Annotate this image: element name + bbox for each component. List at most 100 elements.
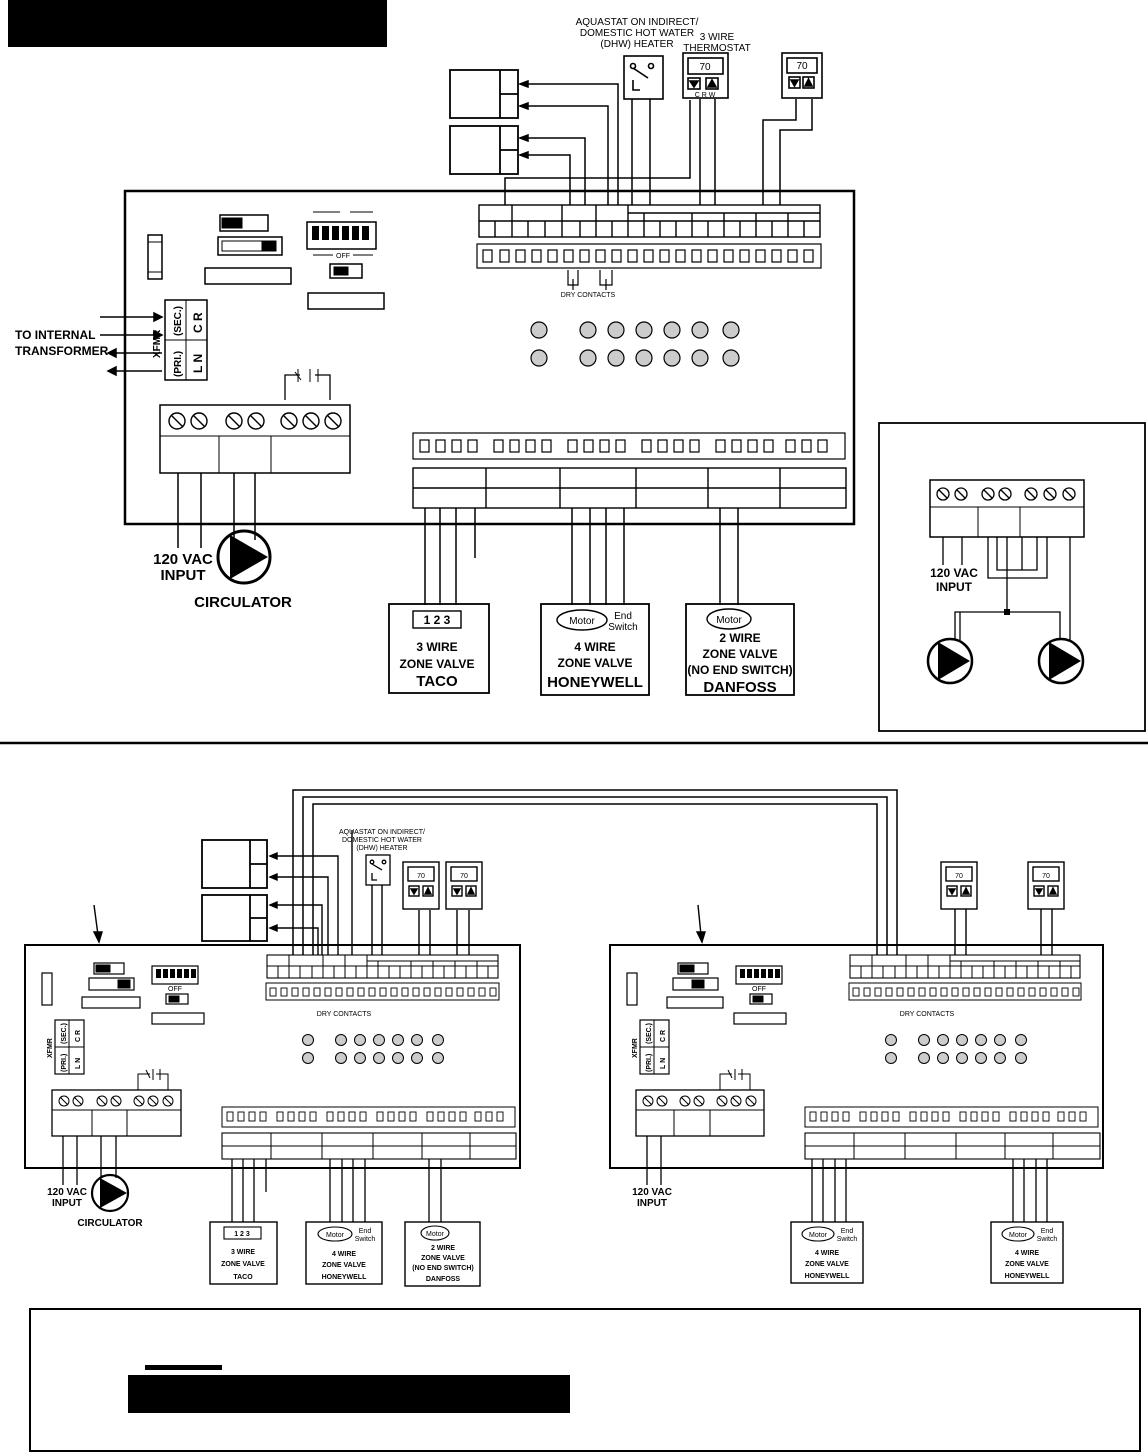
honeywell-zone-valve: Motor End Switch 4 WIRE ZONE VALVE HONEY… <box>540 603 650 696</box>
svg-text:Switch: Switch <box>355 1236 376 1243</box>
b1-circulator-icon <box>90 1173 130 1213</box>
svg-text:(SEC.): (SEC.) <box>173 306 184 336</box>
b2-external-wires <box>646 1136 1048 1222</box>
svg-text:ZONE VALVE: ZONE VALVE <box>805 1261 849 1268</box>
svg-text:4 WIRE: 4 WIRE <box>332 1251 356 1258</box>
svg-text:70: 70 <box>699 62 711 73</box>
svg-text:AQUASTAT ON INDIRECT/: AQUASTAT ON INDIRECT/ <box>339 829 425 836</box>
svg-text:INPUT: INPUT <box>52 1198 82 1209</box>
board-pointer-arrows <box>92 904 706 944</box>
svg-text:2 WIRE: 2 WIRE <box>719 631 760 645</box>
svg-text:ZONE VALVE: ZONE VALVE <box>221 1261 265 1268</box>
svg-text:Motor: Motor <box>326 1232 345 1239</box>
thermostat-label: 3 WIRE THERMOSTAT <box>683 32 750 54</box>
svg-text:TACO: TACO <box>233 1274 253 1281</box>
svg-text:4 WIRE: 4 WIRE <box>815 1250 839 1257</box>
svg-text:4 WIRE: 4 WIRE <box>574 640 615 654</box>
relay-box-4 <box>201 894 268 942</box>
svg-text:HONEYWELL: HONEYWELL <box>547 674 643 691</box>
svg-text:120 VAC: 120 VAC <box>632 1187 672 1198</box>
zone-terminal-block <box>412 467 847 509</box>
interconnect-wires <box>292 789 898 955</box>
header-black-bar <box>8 0 387 47</box>
svg-text:(PRI.): (PRI.) <box>61 1054 68 1072</box>
svg-text:70: 70 <box>955 873 963 880</box>
svg-text:Motor: Motor <box>426 1231 445 1238</box>
svg-text:(PRI.): (PRI.) <box>173 351 184 377</box>
svg-text:Motor: Motor <box>809 1232 828 1239</box>
svg-text:TACO: TACO <box>416 673 458 690</box>
transformer-arrows <box>100 311 164 377</box>
b1-honeywell-valve: Motor End Switch 4 WIRE ZONE VALVE HONEY… <box>305 1221 383 1285</box>
svg-text:HONEYWELL: HONEYWELL <box>1005 1273 1050 1280</box>
svg-text:DRY CONTACTS: DRY CONTACTS <box>317 1011 372 1018</box>
control-board-main: OFF XFMR (SEC.) (PRI.) C R L N <box>123 189 856 526</box>
svg-text:End: End <box>614 611 632 622</box>
svg-text:L N: L N <box>660 1058 667 1069</box>
aquastat-switch-icon-bottom <box>365 854 391 886</box>
svg-text:1 2 3: 1 2 3 <box>234 1231 250 1238</box>
svg-text:OFF: OFF <box>752 986 766 993</box>
svg-text:(SEC.): (SEC.) <box>61 1023 68 1044</box>
b2-honeywell-valve-2: Motor End Switch 4 WIRE ZONE VALVE HONEY… <box>990 1221 1064 1284</box>
b1-taco-valve: 1 2 3 3 WIRE ZONE VALVE TACO <box>209 1221 278 1285</box>
svg-text:INPUT: INPUT <box>161 567 206 584</box>
svg-text:Switch: Switch <box>837 1236 858 1243</box>
top-terminal-block <box>478 204 821 238</box>
svg-text:C R: C R <box>75 1030 82 1042</box>
svg-text:(NO END SWITCH): (NO END SWITCH) <box>687 663 792 677</box>
svg-text:L N: L N <box>75 1058 82 1069</box>
thermostat-2wire: 70 <box>781 52 823 99</box>
svg-text:(SEC.): (SEC.) <box>646 1023 653 1044</box>
svg-text:ZONE VALVE: ZONE VALVE <box>558 656 633 670</box>
svg-text:3 WIRE: 3 WIRE <box>416 640 457 654</box>
svg-text:Switch: Switch <box>608 622 637 633</box>
b2-vac-label: 120 VAC INPUT <box>632 1187 672 1209</box>
relay-box-1 <box>449 69 519 119</box>
b1-vac-label: 120 VAC INPUT <box>47 1187 87 1209</box>
svg-text:ZONE VALVE: ZONE VALVE <box>322 1262 366 1269</box>
svg-text:Switch: Switch <box>1037 1236 1058 1243</box>
power-wires <box>177 473 256 548</box>
svg-text:Motor: Motor <box>1009 1232 1028 1239</box>
svg-text:4 WIRE: 4 WIRE <box>1015 1250 1039 1257</box>
svg-text:L N: L N <box>191 354 205 373</box>
bottom-connector-row <box>412 432 846 460</box>
svg-text:OFF: OFF <box>336 253 350 260</box>
to-internal-transformer-label: TO INTERNAL TRANSFORMER <box>15 328 109 358</box>
svg-text:3 WIRE: 3 WIRE <box>700 32 735 43</box>
svg-text:120 VAC: 120 VAC <box>153 551 213 568</box>
svg-text:TRANSFORMER: TRANSFORMER <box>15 344 109 358</box>
relay-wires-bottom <box>268 830 470 955</box>
svg-text:End: End <box>359 1228 372 1235</box>
svg-text:End: End <box>841 1228 854 1235</box>
svg-text:3 WIRE: 3 WIRE <box>231 1249 255 1256</box>
svg-text:ZONE VALVE: ZONE VALVE <box>1005 1261 1049 1268</box>
svg-text:TO INTERNAL: TO INTERNAL <box>15 328 95 342</box>
power-terminal-screws <box>168 412 342 430</box>
svg-text:DRY CONTACTS: DRY CONTACTS <box>900 1011 955 1018</box>
b1-external-wires <box>62 1136 442 1222</box>
relay-box-2 <box>449 125 519 175</box>
vac-input-label: 120 VAC INPUT <box>153 551 213 584</box>
svg-text:HONEYWELL: HONEYWELL <box>805 1273 850 1280</box>
svg-text:XFMR: XFMR <box>152 329 163 358</box>
svg-text:Motor: Motor <box>716 615 742 626</box>
relay-box-3 <box>201 839 268 889</box>
svg-text:C R: C R <box>191 312 205 333</box>
thermostat-bottom-4: 70 <box>1027 861 1065 955</box>
svg-text:HONEYWELL: HONEYWELL <box>322 1274 367 1281</box>
zone-valve-wires <box>424 508 739 605</box>
svg-text:(DHW) HEATER: (DHW) HEATER <box>600 39 673 50</box>
svg-text:120 VAC: 120 VAC <box>930 566 978 580</box>
svg-text:120 VAC: 120 VAC <box>47 1187 87 1198</box>
svg-text:DOMESTIC HOT WATER: DOMESTIC HOT WATER <box>580 28 694 39</box>
b2-honeywell-valve-1: Motor End Switch 4 WIRE ZONE VALVE HONEY… <box>790 1221 864 1284</box>
svg-text:AQUASTAT ON INDIRECT/: AQUASTAT ON INDIRECT/ <box>576 17 699 28</box>
svg-text:70: 70 <box>1042 873 1050 880</box>
svg-text:70: 70 <box>417 873 425 880</box>
svg-text:ZONE VALVE: ZONE VALVE <box>400 657 475 671</box>
svg-text:2 WIRE: 2 WIRE <box>431 1245 455 1252</box>
svg-text:XFMR: XFMR <box>632 1038 639 1058</box>
